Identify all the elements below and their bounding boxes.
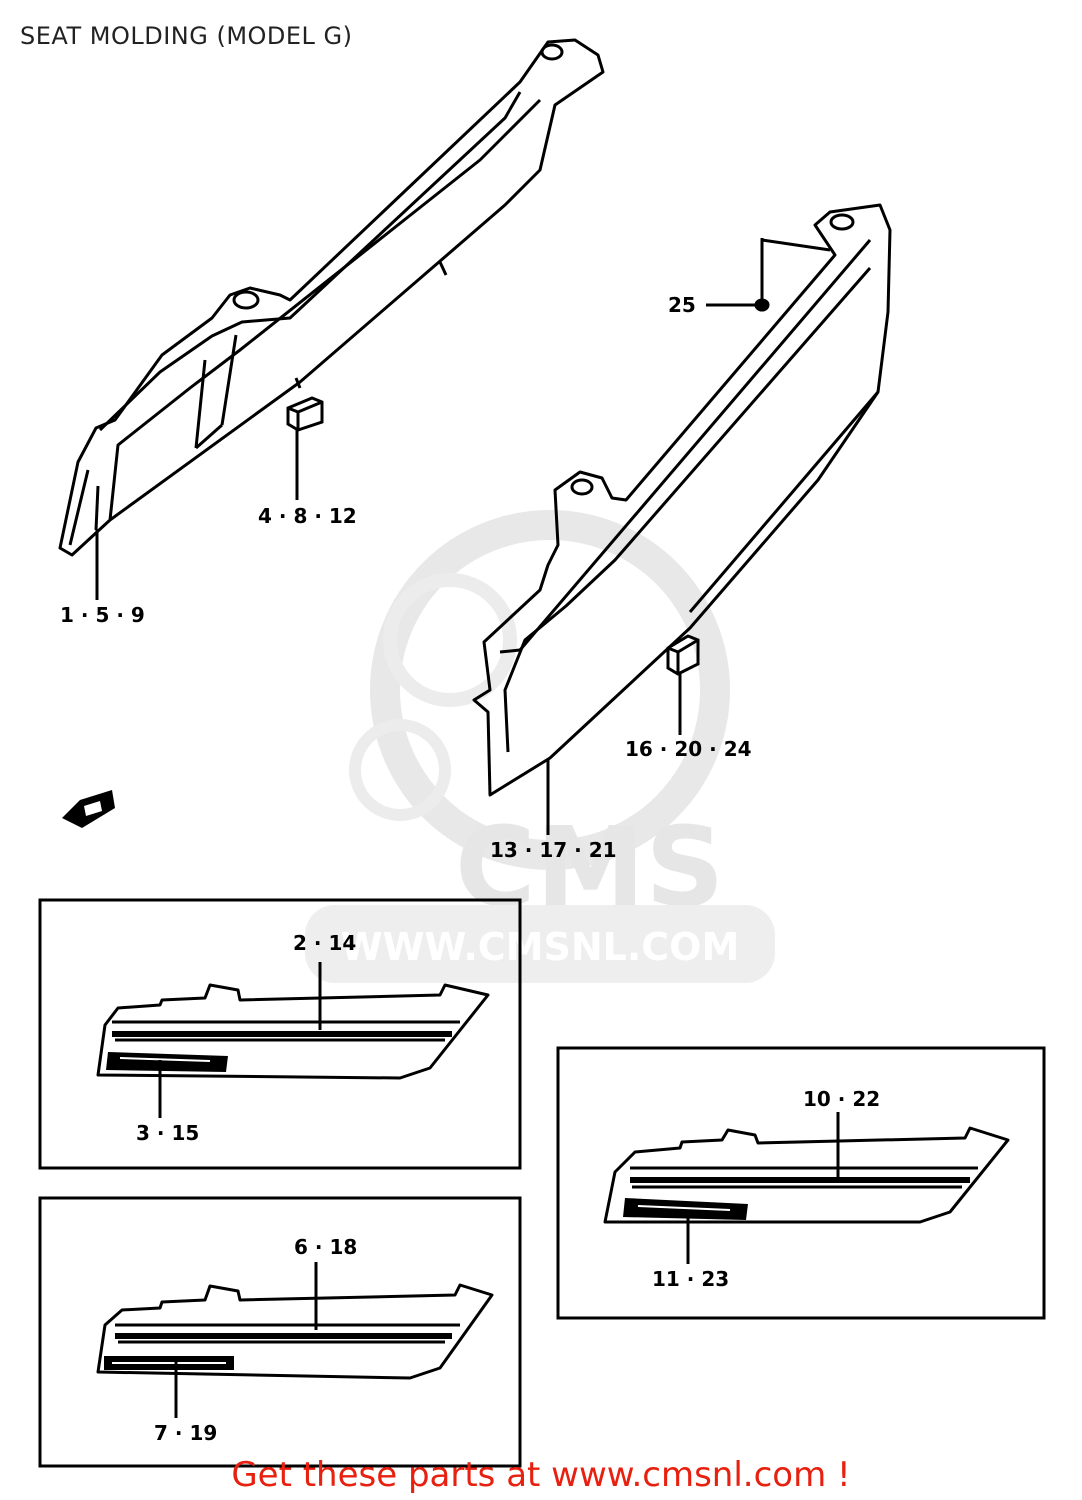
watermark-url: WWW.CMSNL.COM [341, 925, 740, 969]
rubber-cushion-lower [666, 634, 700, 676]
front-arrow-icon [62, 790, 115, 828]
footer-link[interactable]: Get these parts at www.cmsnl.com ! [231, 1455, 851, 1495]
callout-2-14: 2 · 14 [293, 931, 356, 955]
callout-4-8-12: 4 · 8 · 12 [258, 504, 357, 528]
rubber-cushion-upper [286, 396, 324, 432]
callout-16-20-24: 16 · 20 · 24 [625, 737, 752, 761]
callout-25: 25 [668, 293, 696, 317]
inset-box-model-a: 2 · 14 3 · 15 [38, 898, 522, 1170]
diagram-title: SEAT MOLDING (MODEL G) [20, 22, 353, 50]
screw [754, 238, 831, 312]
callout-3-15: 3 · 15 [136, 1121, 199, 1145]
callout-13-17-21: 13 · 17 · 21 [490, 838, 617, 862]
callout-11-23: 11 · 23 [652, 1267, 729, 1291]
inset-box-model-c: 6 · 18 7 · 19 [38, 1196, 522, 1468]
inset-box-model-b: 10 · 22 11 · 23 [556, 1046, 1046, 1320]
molding-cover [472, 203, 892, 797]
callout-1-5-9: 1 · 5 · 9 [60, 603, 145, 627]
callout-10-22: 10 · 22 [803, 1087, 880, 1111]
callout-6-18: 6 · 18 [294, 1235, 357, 1259]
watermark: CMS WWW.CMSNL.COM [305, 510, 775, 983]
leader-lines [95, 303, 755, 835]
callout-7-19: 7 · 19 [154, 1421, 217, 1445]
molding-frame [58, 38, 605, 557]
